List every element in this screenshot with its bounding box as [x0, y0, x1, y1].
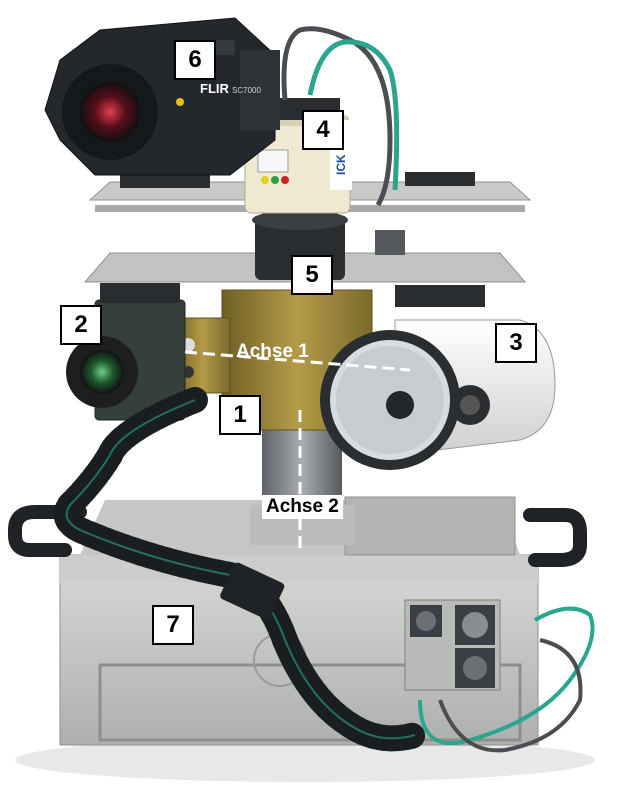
label-5: 5: [291, 255, 333, 295]
label-4: 4: [302, 110, 344, 150]
teal-cable: [307, 39, 400, 191]
lower-cables: [418, 606, 595, 746]
axis-2-label: Achse 2: [262, 495, 343, 519]
camera-model-text: SC7000: [232, 86, 261, 95]
label-2: 2: [60, 305, 102, 345]
left-thermal-camera: [66, 283, 186, 421]
label-6: 6: [174, 40, 216, 80]
sensor-brand-text: ICK: [334, 154, 348, 175]
camera-brand-text: FLIR: [200, 81, 229, 96]
top-thermal-camera: FLIR SC7000: [44, 17, 280, 176]
label-3: 3: [495, 323, 537, 363]
label-1: 1: [219, 395, 261, 435]
axis-1-label: Achse 1: [236, 341, 309, 362]
floor-shadow: [15, 738, 595, 782]
cable-connector: [220, 562, 285, 620]
left-handle: [8, 505, 87, 557]
axis-1-line: [184, 350, 411, 372]
label-7: 7: [152, 605, 194, 645]
right-handle: [523, 508, 587, 567]
